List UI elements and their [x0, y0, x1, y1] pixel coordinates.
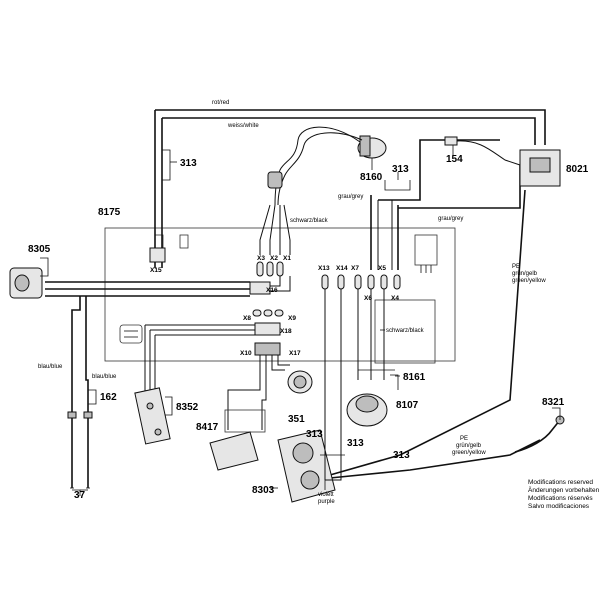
part-8303	[277, 429, 336, 503]
wire-label-green-yellow-2: green/yellow	[452, 450, 486, 456]
label-8352: 8352	[176, 402, 199, 413]
label-8417: 8417	[196, 422, 219, 433]
connector-x15-body	[149, 247, 166, 263]
label-313-c: 313	[393, 450, 410, 461]
wire-label-pe-2: PE	[460, 436, 468, 442]
wire-red	[155, 109, 546, 145]
board-subpanel	[374, 299, 436, 364]
label-8303: 8303	[252, 485, 275, 496]
label-313-mid: 313	[392, 164, 409, 175]
wire-label-grau-grey-left: grau/grey	[338, 194, 363, 200]
label-8021: 8021	[566, 164, 589, 175]
board-component-a	[179, 234, 189, 249]
label-8107: 8107	[396, 400, 419, 411]
connector-x14: X14	[336, 265, 348, 272]
connector-x8: X8	[243, 315, 251, 322]
connector-x7: X7	[351, 265, 359, 272]
wire-label-grau-grey-right: grau/grey	[438, 216, 463, 222]
label-8305: 8305	[28, 244, 51, 255]
wire-label-rot-red: rot/red	[212, 100, 229, 106]
wire-label-violett: violett	[318, 492, 334, 498]
label-8161: 8161	[403, 372, 426, 383]
connector-x17: X17	[289, 350, 301, 357]
connector-x9: X9	[288, 315, 296, 322]
wire-label-gruen-gelb-1: grün/gelb	[512, 271, 538, 277]
label-154: 154	[446, 154, 463, 165]
board-component-c	[119, 324, 143, 344]
wire-label-schwarz-black-mid: schwarz/black	[386, 328, 425, 334]
wire-clip	[267, 171, 283, 189]
label-313-a: 313	[306, 429, 323, 440]
label-162: 162	[100, 392, 117, 403]
connector-x6: X6	[364, 295, 372, 302]
wire-label-schwarz-black-top: schwarz/black	[290, 218, 329, 224]
connector-x4: X4	[391, 295, 399, 302]
wire-label-purple: purple	[318, 499, 335, 505]
label-313-top: 313	[180, 158, 197, 169]
connector-x18-body	[254, 322, 281, 336]
part-8321	[514, 419, 561, 453]
connector-x2: X2	[270, 255, 278, 262]
connector-x10-x17-body	[254, 342, 281, 356]
connector-x1: X1	[283, 255, 291, 262]
wire-label-weiss-white: weiss/white	[227, 123, 259, 129]
notice-line-2: Änderungen vorbehalten	[528, 486, 600, 494]
label-37: 37	[74, 490, 86, 501]
wire-label-green-yellow-1: green/yellow	[512, 278, 546, 284]
notice-line-4: Salvo modificaciones	[528, 503, 590, 510]
connector-x18: X18	[280, 328, 292, 335]
wire-label-pe-1: PE	[512, 264, 520, 270]
wire-white	[162, 117, 536, 145]
label-313-b: 313	[347, 438, 364, 449]
part-154	[444, 136, 458, 146]
wire-8160-b	[277, 132, 363, 206]
label-8175: 8175	[98, 207, 121, 218]
part-8417	[209, 431, 259, 471]
connector-x15: X15	[150, 267, 162, 274]
connector-x10: X10	[240, 350, 252, 357]
notice-line-1: Modifications reserved	[528, 479, 593, 486]
connector-x5: X5	[378, 265, 386, 272]
connector-x16-body	[249, 281, 271, 295]
connector-x16: X16	[266, 287, 278, 294]
wire-pe-2	[329, 439, 541, 479]
connector-x3: X3	[257, 255, 265, 262]
part-8352	[134, 387, 171, 445]
wire-pe-1	[329, 189, 526, 476]
connector-x13: X13	[318, 265, 330, 272]
board-relay	[414, 234, 438, 266]
label-351: 351	[288, 414, 305, 425]
wire-label-blau-blue-2: blau/blue	[92, 374, 117, 380]
wire-label-blau-blue-1: blau/blue	[38, 364, 63, 370]
notice-line-3: Modifications réservés	[528, 495, 593, 502]
label-8321: 8321	[542, 397, 565, 408]
part-8021	[519, 149, 561, 187]
wire-label-gruen-gelb-2: grün/gelb	[456, 443, 482, 449]
label-8160: 8160	[360, 172, 383, 183]
